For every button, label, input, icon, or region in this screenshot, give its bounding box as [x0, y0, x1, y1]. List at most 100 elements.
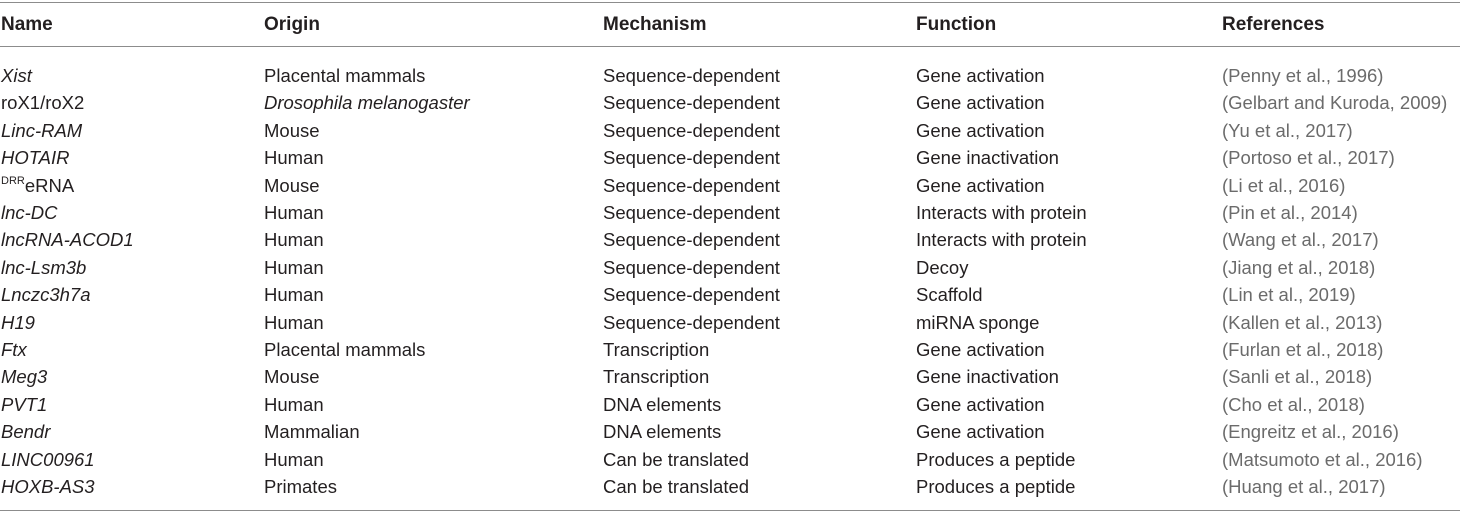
- table-top-rule: [0, 2, 1460, 3]
- table-bottom-rule: [0, 510, 1460, 511]
- cell-reference-link[interactable]: (Li et al., 2016): [1222, 174, 1346, 196]
- cell-mechanism: Sequence-dependent: [603, 119, 780, 141]
- cell-function: Gene activation: [916, 174, 1045, 196]
- cell-origin: Mouse: [264, 119, 320, 141]
- cell-function: Gene activation: [916, 65, 1045, 86]
- cell-name: lnc-Lsm3b: [1, 254, 86, 281]
- cell-name-text: Xist: [1, 65, 32, 86]
- cell-mechanism: Transcription: [603, 339, 710, 360]
- cell-origin: Human: [264, 229, 324, 251]
- cell-reference-link[interactable]: (Furlan et al., 2018): [1222, 339, 1384, 360]
- cell-name: lncRNA-ACOD1: [1, 226, 134, 253]
- table-row: roX1/roX2 Drosophila melanogaster Sequence…: [0, 89, 1460, 116]
- cell-mechanism: Sequence-dependent: [603, 147, 780, 169]
- cell-function: Gene activation: [916, 92, 1045, 114]
- cell-name-text: Linc-RAM: [1, 119, 83, 141]
- cell-name-text: eRNA: [24, 174, 75, 196]
- cell-function: Gene inactivation: [916, 366, 1059, 388]
- cell-name-text: Bendr: [1, 421, 51, 443]
- cell-reference-link[interactable]: (Jiang et al., 2018): [1222, 256, 1376, 278]
- cell-name: roX1/roX2: [1, 89, 84, 116]
- cell-reference-link[interactable]: (Cho et al., 2018): [1222, 393, 1365, 415]
- cell-function: Produces a peptide: [916, 476, 1076, 497]
- cell-origin: Human: [264, 256, 324, 278]
- cell-origin: Mouse: [264, 366, 320, 388]
- cell-reference-link[interactable]: (Huang et al., 2017): [1222, 476, 1386, 497]
- cell-reference-link[interactable]: (Lin et al., 2019): [1222, 284, 1356, 306]
- cell-function: Decoy: [916, 256, 969, 278]
- cell-origin: Human: [264, 147, 324, 169]
- cell-name-superscript: DRR: [1, 174, 25, 187]
- cell-name-text: H19: [1, 311, 35, 333]
- cell-mechanism: Sequence-dependent: [603, 284, 780, 306]
- cell-name-text: Lnczc3h7a: [1, 284, 91, 306]
- cell-reference-link[interactable]: (Matsumoto et al., 2016): [1222, 448, 1423, 470]
- cell-reference-link[interactable]: (Pin et al., 2014): [1222, 202, 1358, 223]
- cell-origin: Placental mammals: [264, 65, 426, 86]
- table-row: Linc-RAM Mouse Sequence-dependent Gene acti…: [0, 117, 1460, 144]
- cell-origin: Human: [264, 202, 324, 223]
- cell-function: Scaffold: [916, 284, 983, 306]
- cell-origin: Placental mammals: [264, 339, 426, 360]
- cell-name-text: lnc-Lsm3b: [1, 256, 87, 278]
- cell-mechanism: Can be translated: [603, 448, 750, 470]
- table-row: Meg3 Mouse Transcription Gene inactivation (…: [0, 363, 1460, 390]
- cell-mechanism: DNA elements: [603, 393, 722, 415]
- cell-name: HOXB-AS3: [1, 473, 95, 500]
- cell-name: HOTAIR: [1, 144, 70, 171]
- cell-function: Interacts with protein: [916, 229, 1087, 251]
- table-row: H19 Human Sequence-dependent miRNA sponge (K…: [0, 309, 1460, 336]
- cell-name-text: Ftx: [1, 339, 27, 360]
- header-function: Function: [916, 14, 997, 35]
- cell-name-text: lnc-DC: [1, 202, 58, 223]
- cell-reference-link[interactable]: (Sanli et al., 2018): [1222, 366, 1373, 388]
- cell-mechanism: Sequence-dependent: [603, 311, 780, 333]
- cell-name-text: Meg3: [1, 366, 48, 388]
- cell-reference-link[interactable]: (Kallen et al., 2013): [1222, 311, 1383, 333]
- cell-name-text: roX1/roX2: [1, 92, 85, 114]
- cell-name-text: PVT1: [1, 393, 48, 415]
- cell-reference-link[interactable]: (Yu et al., 2017): [1222, 119, 1353, 141]
- table-row: PVT1 Human DNA elements Gene activation (Cho…: [0, 391, 1460, 418]
- cell-name-text: HOTAIR: [1, 147, 70, 169]
- cell-origin: Human: [264, 311, 324, 333]
- cell-reference-link[interactable]: (Portoso et al., 2017): [1222, 147, 1395, 169]
- cell-function: Produces a peptide: [916, 448, 1076, 470]
- cell-mechanism: Transcription: [603, 366, 710, 388]
- cell-function: miRNA sponge: [916, 311, 1040, 333]
- cell-name: H19: [1, 309, 35, 336]
- cell-origin: Primates: [264, 476, 337, 497]
- cell-name: PVT1: [1, 391, 47, 418]
- cell-mechanism: DNA elements: [603, 421, 722, 443]
- header-mechanism: Mechanism: [603, 14, 707, 35]
- cell-function: Interacts with protein: [916, 202, 1087, 223]
- cell-reference-link[interactable]: (Wang et al., 2017): [1222, 229, 1379, 251]
- cell-origin: Drosophila melanogaster: [264, 92, 470, 114]
- cell-name: Lnczc3h7a: [1, 281, 90, 308]
- table-row: lnc-Lsm3b Human Sequence-dependent Decoy (Ji…: [0, 254, 1460, 281]
- cell-mechanism: Sequence-dependent: [603, 202, 780, 223]
- cell-mechanism: Sequence-dependent: [603, 65, 780, 86]
- cell-function: Gene activation: [916, 119, 1045, 141]
- cell-name-text: HOXB-AS3: [1, 476, 95, 497]
- cell-name: LINC00961: [1, 446, 95, 473]
- cell-name: Xist: [1, 62, 32, 89]
- cell-reference-link[interactable]: (Penny et al., 1996): [1222, 65, 1384, 86]
- cell-name: Meg3: [1, 363, 47, 390]
- cell-function: Gene inactivation: [916, 147, 1059, 169]
- cell-origin: Mammalian: [264, 421, 360, 443]
- cell-mechanism: Sequence-dependent: [603, 256, 780, 278]
- table-row: Xist Placental mammals Sequence-dependent G…: [0, 62, 1460, 89]
- cell-reference-link[interactable]: (Engreitz et al., 2016): [1222, 421, 1399, 443]
- cell-function: Gene activation: [916, 393, 1045, 415]
- cell-reference-link[interactable]: (Gelbart and Kuroda, 2009): [1222, 92, 1448, 114]
- header-origin: Origin: [264, 14, 320, 35]
- cell-origin: Human: [264, 393, 324, 415]
- cell-mechanism: Sequence-dependent: [603, 92, 780, 114]
- table-row: HOTAIR Human Sequence-dependent Gene inacti…: [0, 144, 1460, 171]
